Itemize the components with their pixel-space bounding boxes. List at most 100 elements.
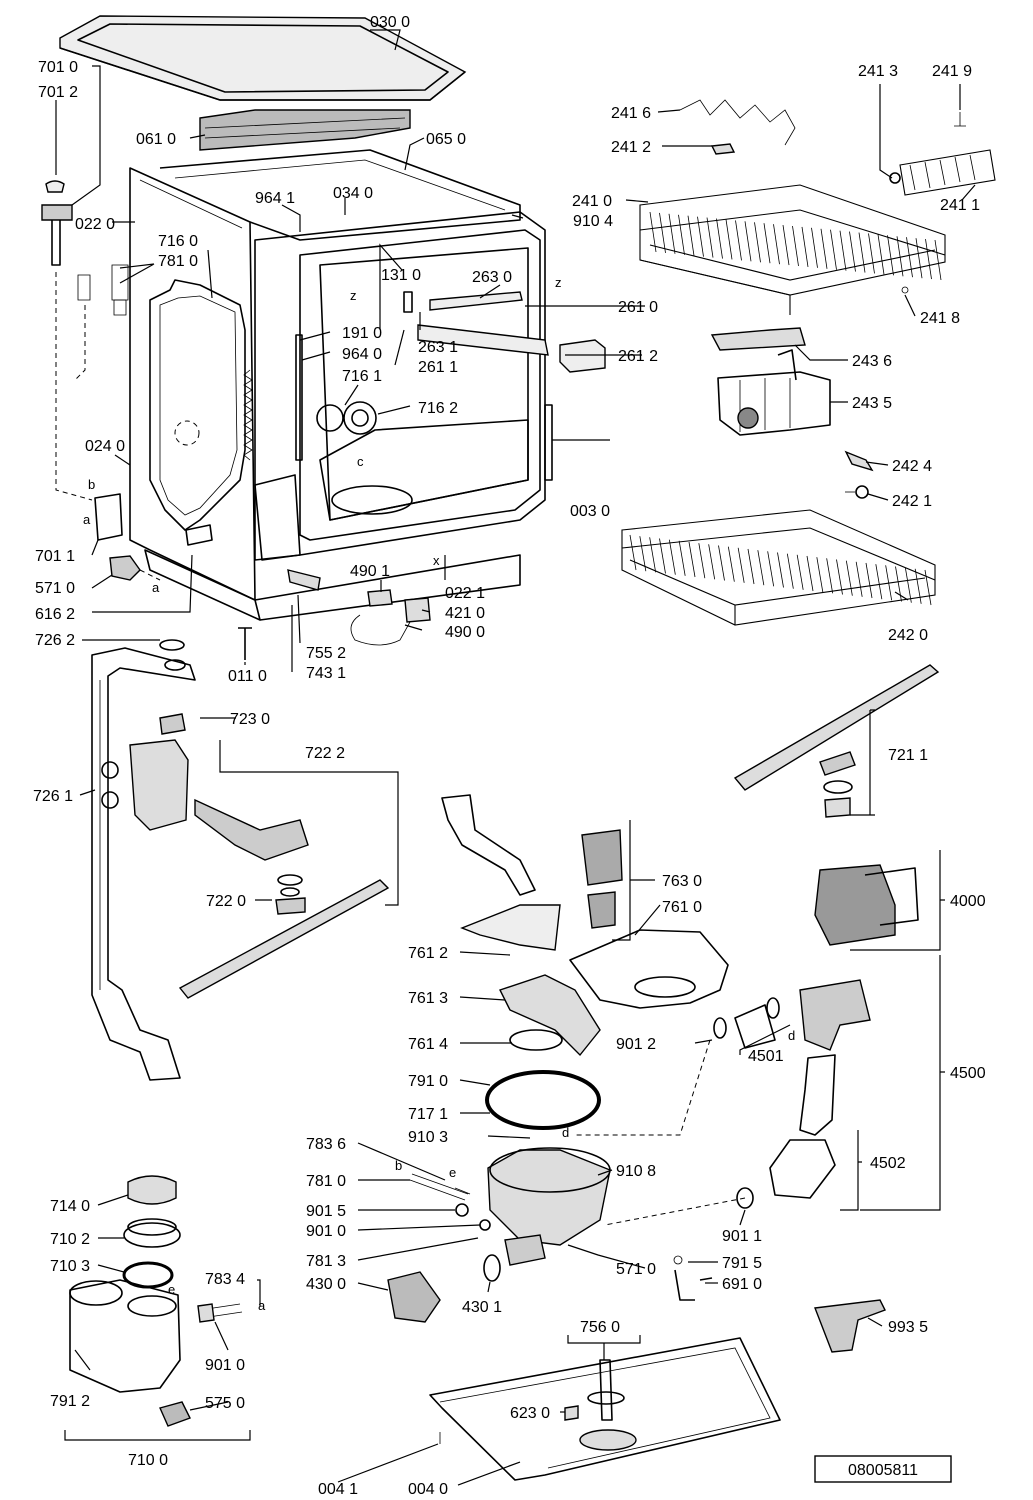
label-722-0: 722 0 <box>206 893 246 910</box>
label-004-1: 004 1 <box>318 1481 358 1498</box>
rack-wire <box>924 569 932 606</box>
label-701-1: 701 1 <box>35 548 75 565</box>
label-723-0: 723 0 <box>230 711 270 728</box>
rack-wire <box>915 238 923 279</box>
label-022-0: 022 0 <box>75 216 115 233</box>
label-783-4: 783 4 <box>205 1271 245 1288</box>
label-901-1: 901 1 <box>722 1228 762 1245</box>
label-761-2: 761 2 <box>408 945 448 962</box>
label-191-0: 191 0 <box>342 325 382 342</box>
lower-rack-wires <box>629 534 932 606</box>
label-241-3: 241 3 <box>858 63 898 80</box>
label-714-0: 714 0 <box>50 1198 90 1215</box>
base-plate-part <box>429 1299 886 1481</box>
insulation-strip-part <box>199 109 411 151</box>
label-241-9: 241 9 <box>932 63 972 80</box>
label-034-0: 034 0 <box>333 185 373 202</box>
label-721-1: 721 1 <box>888 747 928 764</box>
label-430-0: 430 0 <box>306 1276 346 1293</box>
label-781-3: 781 3 <box>306 1253 346 1270</box>
rack-wire <box>836 559 843 595</box>
rack-wire <box>904 567 912 603</box>
rack-wire <box>773 224 780 265</box>
label-490-0: 490 0 <box>445 624 485 641</box>
rack-wire <box>649 537 657 573</box>
rack-wire <box>735 220 742 261</box>
rack-wire <box>767 551 775 587</box>
label-065-0: 065 0 <box>426 131 466 148</box>
label-241-8: 241 8 <box>920 310 960 327</box>
label-131-0: 131 0 <box>381 267 421 284</box>
callout-letter-d: d <box>562 1125 569 1140</box>
rack-wire <box>725 219 733 260</box>
callout-letter-z: z <box>555 275 562 290</box>
rack-wire <box>716 218 723 259</box>
diagram-code: 08005811 <box>848 1462 918 1479</box>
callout-letter-e: e <box>449 1165 456 1180</box>
rack-wire <box>845 560 853 596</box>
label-4000: 4000 <box>950 893 986 910</box>
rack-wire <box>830 229 837 270</box>
label-964-0: 964 0 <box>342 346 382 363</box>
rack-wire <box>718 545 725 581</box>
label-726-2: 726 2 <box>35 632 75 649</box>
rack-wire <box>925 239 932 280</box>
label-571-0-b: 571 0 <box>616 1261 656 1278</box>
rack-wire <box>697 216 704 257</box>
label-030-0: 030 0 <box>370 14 410 31</box>
sump-assembly-part <box>387 794 919 1323</box>
rack-wire <box>782 225 790 266</box>
salt-container-part <box>69 1175 243 1427</box>
label-901-0-a: 901 0 <box>306 1223 346 1240</box>
rack-wire <box>796 554 804 590</box>
label-901-0-b: 901 0 <box>205 1357 245 1374</box>
callout-letter-a: a <box>258 1298 266 1313</box>
rack-wire <box>934 239 942 281</box>
rack-wire <box>649 211 657 253</box>
label-761-3: 761 3 <box>408 990 448 1007</box>
label-421-0: 421 0 <box>445 605 485 622</box>
label-761-0: 761 0 <box>662 899 702 916</box>
label-781-0-b: 781 0 <box>306 1173 346 1190</box>
rack-wire <box>706 217 714 258</box>
upper-rack-wires <box>649 211 942 281</box>
rack-wire <box>820 228 828 269</box>
label-710-2: 710 2 <box>50 1231 90 1248</box>
upper-spray-arm-part <box>733 664 940 818</box>
callout-letter-d: d <box>788 1028 795 1043</box>
label-261-2: 261 2 <box>618 348 658 365</box>
label-901-2: 901 2 <box>616 1036 656 1053</box>
label-4501: 4501 <box>748 1048 784 1065</box>
label-241-2: 241 2 <box>611 139 651 156</box>
label-743-1: 743 1 <box>306 665 346 682</box>
rack-wire <box>877 234 885 275</box>
label-241-0: 241 0 <box>572 193 612 210</box>
label-4500: 4500 <box>950 1065 986 1082</box>
label-901-5: 901 5 <box>306 1203 346 1220</box>
rack-wire <box>786 553 794 589</box>
label-061-0: 061 0 <box>136 131 176 148</box>
cutlery-basket-part <box>710 327 831 436</box>
callout-letter-a: a <box>152 580 160 595</box>
label-910-4: 910 4 <box>573 213 613 230</box>
label-430-1: 430 1 <box>462 1299 502 1316</box>
label-623-0: 623 0 <box>510 1405 550 1422</box>
callout-letter-x: x <box>433 553 440 568</box>
label-701-2: 701 2 <box>38 84 78 101</box>
rack-wire <box>887 235 894 276</box>
rack-wire <box>737 547 745 583</box>
callout-letter-e: e <box>168 1282 175 1297</box>
label-993-5: 993 5 <box>888 1319 928 1336</box>
rack-wire <box>811 227 818 268</box>
label-263-1: 263 1 <box>418 339 458 356</box>
rack-wire <box>792 225 799 267</box>
callout-letters: z z c b a a x d d e b e a <box>83 275 795 1313</box>
label-701-0: 701 0 <box>38 59 78 76</box>
rack-wire <box>668 539 676 575</box>
rack-wire <box>875 564 883 600</box>
label-242-0: 242 0 <box>888 627 928 644</box>
label-243-6: 243 6 <box>852 353 892 370</box>
label-263-0: 263 0 <box>472 269 512 286</box>
rack-wire <box>777 552 784 588</box>
label-616-2: 616 2 <box>35 606 75 623</box>
